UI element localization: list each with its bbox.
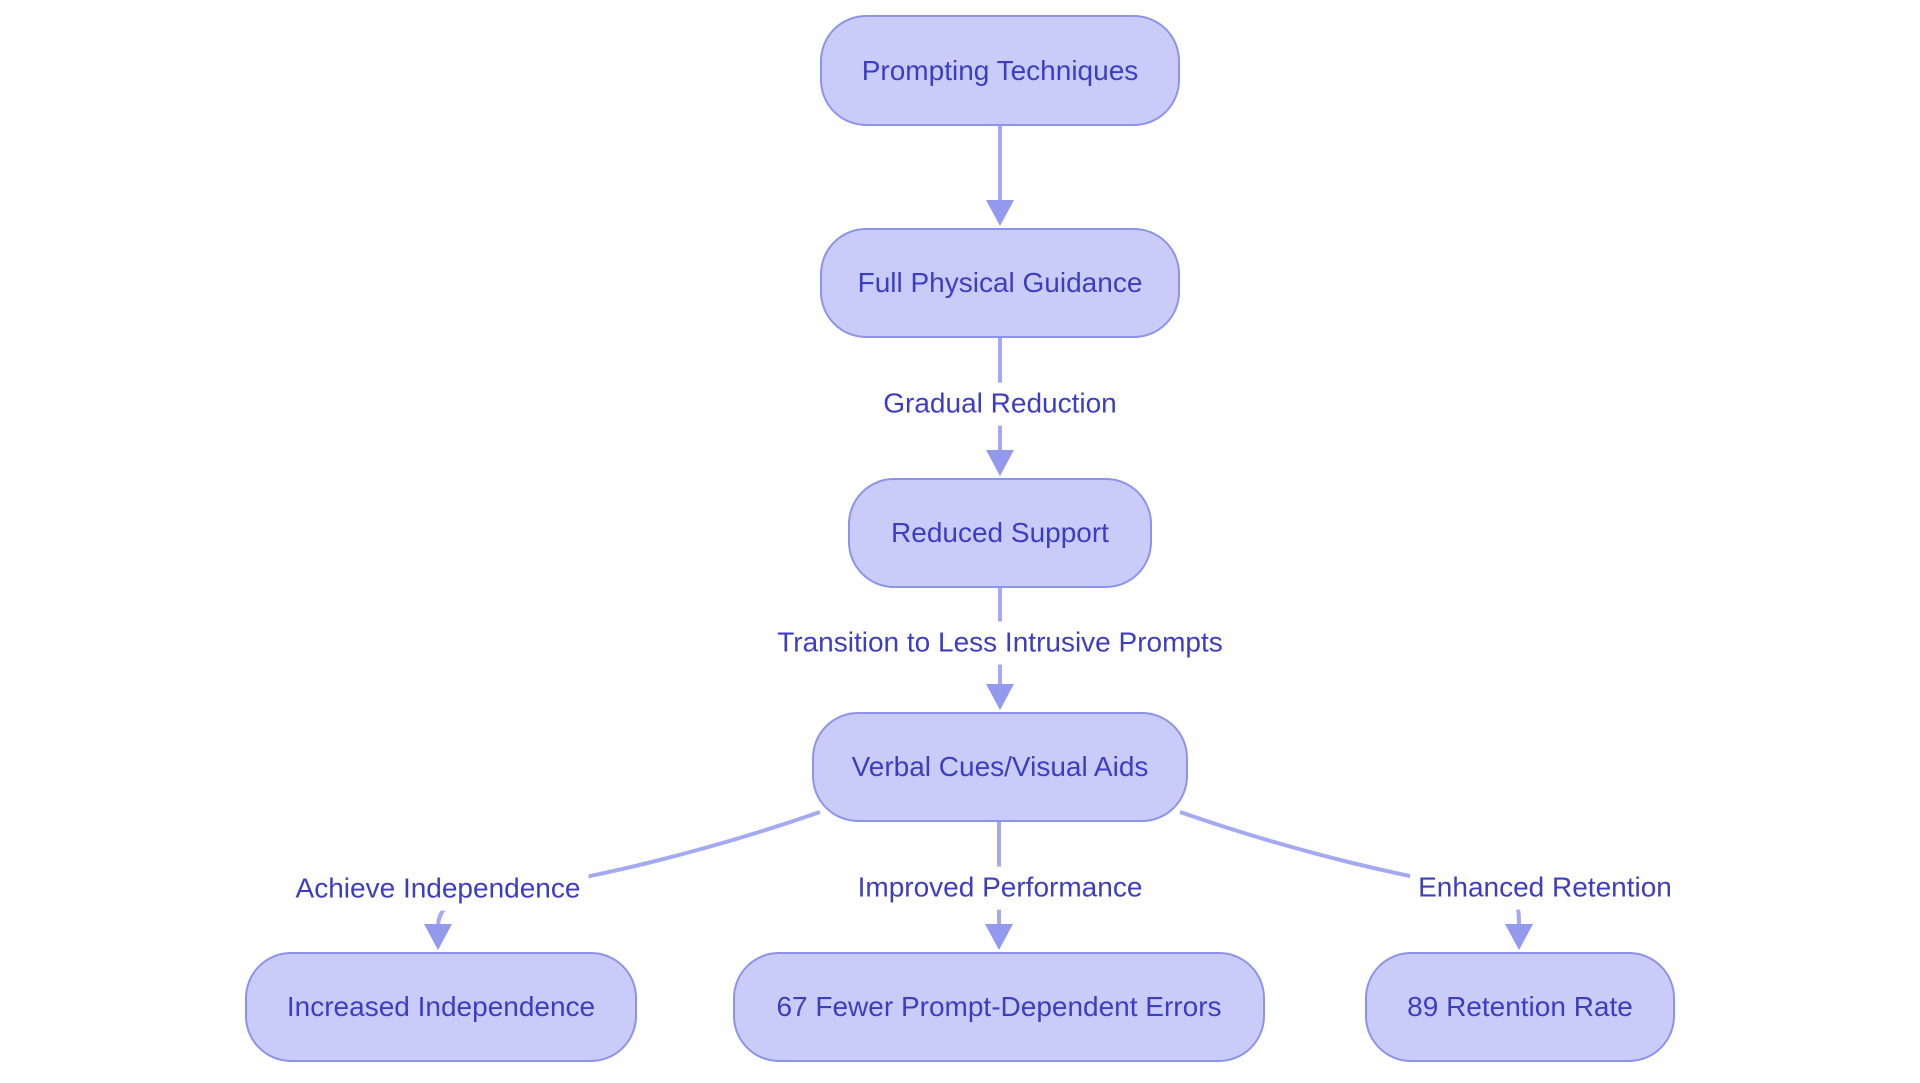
arrowhead-icon xyxy=(986,684,1014,710)
node-label: 67 Fewer Prompt-Dependent Errors xyxy=(776,991,1222,1022)
node-label: Verbal Cues/Visual Aids xyxy=(851,751,1149,782)
node-label: Increased Independence xyxy=(286,991,596,1022)
edge-label-gradual-reduction: Gradual Reduction xyxy=(875,382,1125,426)
node-reduced-support: Reduced Support xyxy=(848,478,1152,588)
arrowhead-icon xyxy=(985,924,1013,950)
arrowhead-icon xyxy=(986,200,1014,226)
edge-prompting-to-full-physical xyxy=(986,126,1014,226)
arrowhead-icon xyxy=(1505,924,1533,950)
node-retention-rate: 89 Retention Rate xyxy=(1365,952,1675,1062)
edge-label-improved-performance: Improved Performance xyxy=(849,866,1151,910)
node-prompting-techniques: Prompting Techniques xyxy=(820,15,1180,126)
node-fewer-prompt-dependent-errors: 67 Fewer Prompt-Dependent Errors xyxy=(733,952,1265,1062)
edge-label-achieve-independence: Achieve Independence xyxy=(287,867,589,911)
edge-label-transition-to-less-intrusive-prompts: Transition to Less Intrusive Prompts xyxy=(769,621,1231,665)
edge-label-enhanced-retention: Enhanced Retention xyxy=(1410,866,1680,910)
node-label: Prompting Techniques xyxy=(861,54,1139,86)
arrowhead-icon xyxy=(986,450,1014,476)
node-label: 89 Retention Rate xyxy=(1407,991,1633,1022)
node-increased-independence: Increased Independence xyxy=(245,952,637,1062)
arrowhead-icon xyxy=(424,924,452,950)
node-full-physical-guidance: Full Physical Guidance xyxy=(820,228,1180,338)
node-label: Reduced Support xyxy=(891,517,1109,548)
node-verbal-cues-visual-aids: Verbal Cues/Visual Aids xyxy=(812,712,1188,822)
node-label: Full Physical Guidance xyxy=(857,267,1143,298)
